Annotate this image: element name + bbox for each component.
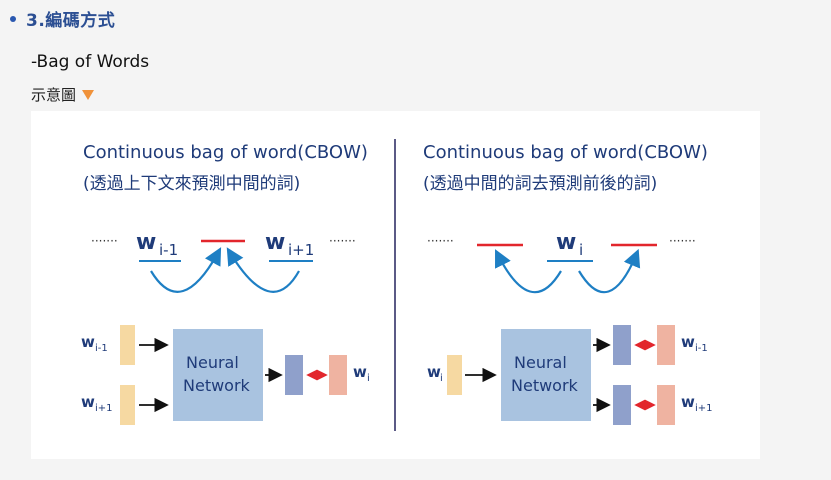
cbow-diagram: Continuous bag of word(CBOW) (透過上下文來預測中間… xyxy=(31,111,760,459)
left-input-bottom-box xyxy=(120,385,135,425)
left-ellipsis-left: ······· xyxy=(91,234,118,248)
bullet-icon xyxy=(10,15,16,22)
left-input-top-box xyxy=(120,325,135,365)
caret-down-icon[interactable] xyxy=(82,89,95,100)
left-input-top-sub: i-1 xyxy=(95,343,108,354)
right-input: w xyxy=(427,363,441,381)
right-ellipsis-left: ······· xyxy=(427,234,454,248)
left-arrow-a xyxy=(150,247,222,293)
left-input-bottom: w xyxy=(81,393,95,411)
right-output-top-sub: i-1 xyxy=(695,343,708,354)
left-word-b: w xyxy=(265,230,285,255)
section-heading: 3.編碼方式 xyxy=(10,6,115,31)
right-output-top: w xyxy=(681,333,695,351)
right-word-center-sub: i xyxy=(579,241,583,259)
right-subtitle: (透過中間的詞去預測前後的詞) xyxy=(423,174,657,194)
right-output-bottom-sub: i+1 xyxy=(695,403,713,414)
subheading: -Bag of Words xyxy=(31,52,150,72)
left-nn-line2: Network xyxy=(183,376,251,395)
left-input-top: w xyxy=(81,333,95,351)
left-word-a: w xyxy=(136,230,156,255)
left-input-bottom-sub: i+1 xyxy=(95,403,113,414)
left-output-box xyxy=(329,355,347,395)
left-nn-line1: Neural xyxy=(186,353,239,372)
right-hidden-top xyxy=(613,325,631,365)
right-ellipsis-right: ······· xyxy=(669,234,696,248)
right-input-box xyxy=(447,355,462,395)
section-title: 3.編碼方式 xyxy=(26,11,116,31)
left-title: Continuous bag of word(CBOW) xyxy=(83,142,368,163)
right-word-center: w xyxy=(556,230,576,255)
right-nn-box xyxy=(501,329,591,421)
right-arrow-a xyxy=(495,249,562,294)
left-word-a-sub: i-1 xyxy=(159,241,178,259)
right-hidden-bottom xyxy=(613,385,631,425)
right-output-bottom-box xyxy=(657,385,675,425)
right-nn-line2: Network xyxy=(511,376,579,395)
left-word-b-sub: i+1 xyxy=(288,241,314,259)
right-title: Continuous bag of word(CBOW) xyxy=(423,142,708,163)
cbow-diagram-svg: Continuous bag of word(CBOW) (透過上下文來預測中間… xyxy=(81,139,713,431)
right-panel: Continuous bag of word(CBOW) (透過中間的詞去預測前… xyxy=(423,142,713,425)
right-nn-line1: Neural xyxy=(514,353,567,372)
left-nn-box xyxy=(173,329,263,421)
left-output: w xyxy=(353,363,367,381)
left-subtitle: (透過上下文來預測中間的詞) xyxy=(83,174,300,194)
right-arrow-b xyxy=(578,248,641,294)
right-output-top-box xyxy=(657,325,675,365)
caption-label: 示意圖 xyxy=(31,86,77,104)
left-output-sub: i xyxy=(367,373,370,384)
left-panel: Continuous bag of word(CBOW) (透過上下文來預測中間… xyxy=(81,142,370,425)
left-hidden-box xyxy=(285,355,303,395)
right-input-sub: i xyxy=(440,373,443,384)
diagram-caption-toggle[interactable]: 示意圖 xyxy=(31,84,95,105)
left-ellipsis-right: ······· xyxy=(329,234,356,248)
left-arrow-b xyxy=(226,247,300,293)
right-output-bottom: w xyxy=(681,393,695,411)
